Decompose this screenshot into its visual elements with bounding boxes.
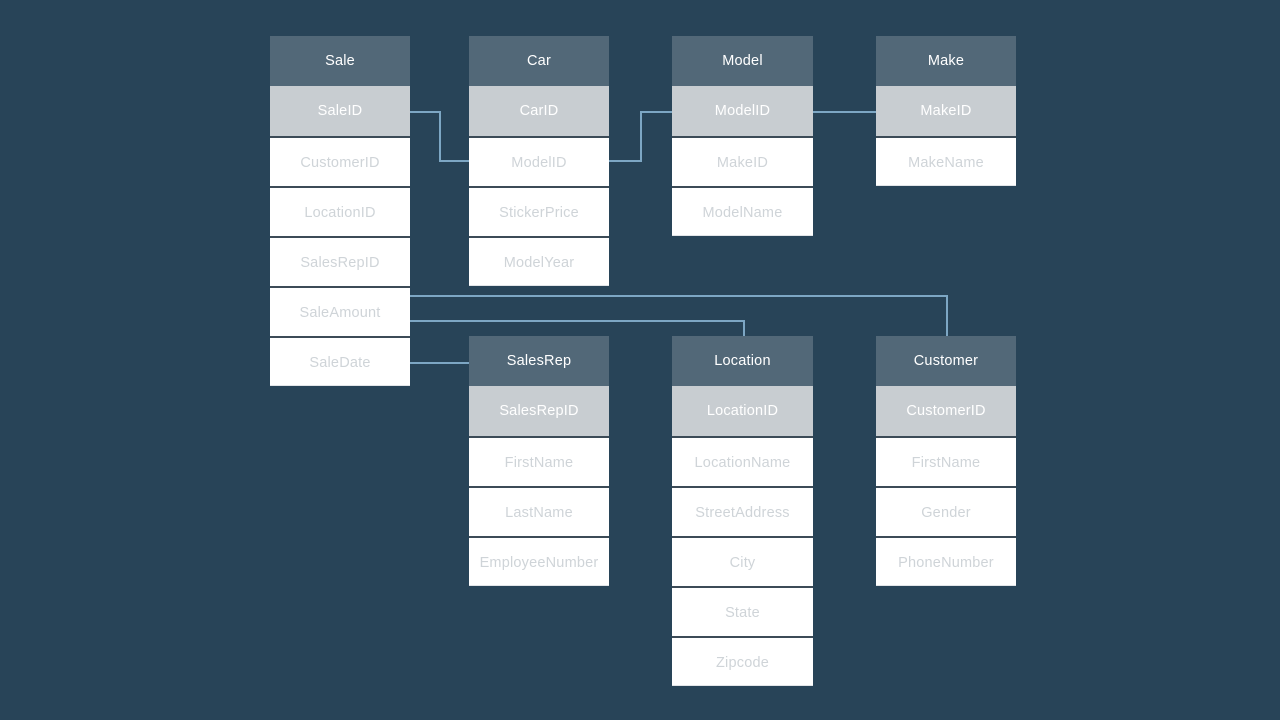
field-car-3[interactable]: ModelYear: [469, 236, 609, 286]
field-salesrep-3[interactable]: EmployeeNumber: [469, 536, 609, 586]
primary-key-field-salesrep-0[interactable]: SalesRepID: [469, 386, 609, 436]
field-car-1[interactable]: ModelID: [469, 136, 609, 186]
field-sale-1[interactable]: CustomerID: [270, 136, 410, 186]
field-customer-3[interactable]: PhoneNumber: [876, 536, 1016, 586]
field-salesrep-2[interactable]: LastName: [469, 486, 609, 536]
connector-sale-customer: [410, 295, 948, 336]
field-location-1[interactable]: LocationName: [672, 436, 813, 486]
connector-sale-location: [410, 320, 745, 336]
field-location-2[interactable]: StreetAddress: [672, 486, 813, 536]
field-sale-3[interactable]: SalesRepID: [270, 236, 410, 286]
field-sale-5[interactable]: SaleDate: [270, 336, 410, 386]
connector-sale-car: [410, 111, 470, 162]
field-sale-2[interactable]: LocationID: [270, 186, 410, 236]
field-sale-4[interactable]: SaleAmount: [270, 286, 410, 336]
field-make-1[interactable]: MakeName: [876, 136, 1016, 186]
entity-title-model: Model: [672, 36, 813, 86]
field-salesrep-1[interactable]: FirstName: [469, 436, 609, 486]
primary-key-field-car-0[interactable]: CarID: [469, 86, 609, 136]
primary-key-field-make-0[interactable]: MakeID: [876, 86, 1016, 136]
field-model-2[interactable]: ModelName: [672, 186, 813, 236]
field-location-5[interactable]: Zipcode: [672, 636, 813, 686]
primary-key-field-location-0[interactable]: LocationID: [672, 386, 813, 436]
field-customer-2[interactable]: Gender: [876, 486, 1016, 536]
field-location-3[interactable]: City: [672, 536, 813, 586]
field-car-2[interactable]: StickerPrice: [469, 186, 609, 236]
field-model-1[interactable]: MakeID: [672, 136, 813, 186]
entity-title-make: Make: [876, 36, 1016, 86]
entity-title-car: Car: [469, 36, 609, 86]
primary-key-field-model-0[interactable]: ModelID: [672, 86, 813, 136]
entity-title-location: Location: [672, 336, 813, 386]
primary-key-field-customer-0[interactable]: CustomerID: [876, 386, 1016, 436]
connector-car-model: [609, 111, 672, 162]
entity-title-salesrep: SalesRep: [469, 336, 609, 386]
field-customer-1[interactable]: FirstName: [876, 436, 1016, 486]
entity-title-customer: Customer: [876, 336, 1016, 386]
entity-title-sale: Sale: [270, 36, 410, 86]
field-location-4[interactable]: State: [672, 586, 813, 636]
primary-key-field-sale-0[interactable]: SaleID: [270, 86, 410, 136]
